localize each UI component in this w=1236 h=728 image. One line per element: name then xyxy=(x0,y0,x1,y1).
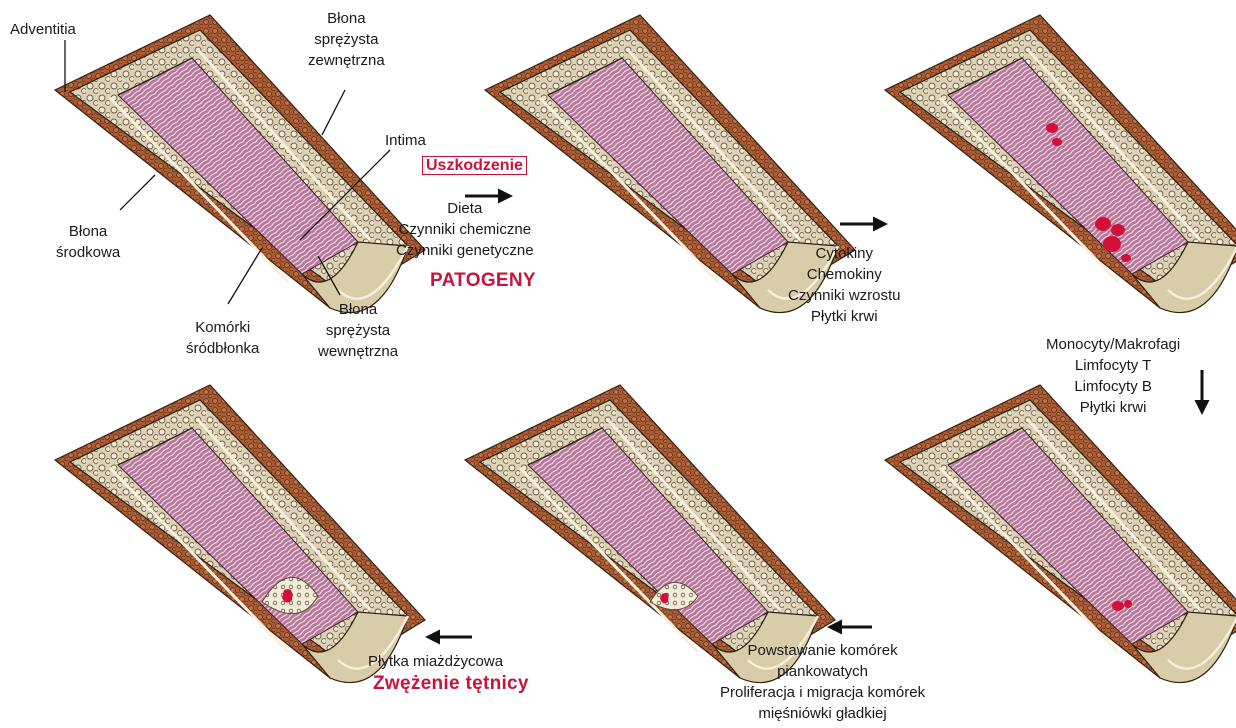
vessel-plaque-early xyxy=(465,385,835,683)
label-media: Błona środkowa xyxy=(56,221,120,263)
narrowing-label: Zwężenie tętnicy xyxy=(373,674,529,693)
label-external-elastic: Błona sprężysta zewnętrzna xyxy=(308,8,385,71)
injury-title: Uszkodzenie xyxy=(422,156,527,175)
label-adventitia: Adventitia xyxy=(10,20,76,39)
label-internal-elastic: Błona sprężysta wewnętrzna xyxy=(318,299,398,362)
label-endothelial: Komórki śródbłonka xyxy=(186,317,259,359)
pathogens-label: PATOGENY xyxy=(430,271,536,290)
vessel-inflamed xyxy=(885,15,1236,313)
plaque-label: Płytka miażdżycowa xyxy=(368,652,503,671)
injury-factors: Dieta Czynniki chemiczne Czynniki genety… xyxy=(396,198,534,261)
vessel-plaque-advanced xyxy=(55,385,425,683)
label-intima: Intima xyxy=(385,131,426,150)
mediators-list: Cytokiny Chemokiny Czynniki wzrostu Płyt… xyxy=(788,243,901,327)
foam-cells-text: Powstawanie komórek piankowatych Prolife… xyxy=(720,640,925,724)
vessel-monocyte xyxy=(885,385,1236,683)
cells-list: Monocyty/Makrofagi Limfocyty T Limfocyty… xyxy=(1046,334,1180,418)
